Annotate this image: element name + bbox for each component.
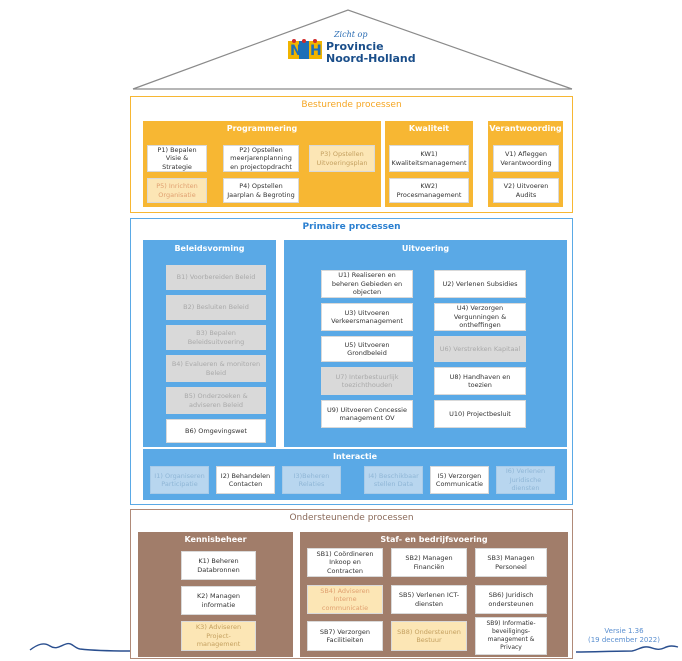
process-box-k1[interactable]: K1) Beheren Databronnen: [181, 551, 256, 580]
logo-line2: Noord-Holland: [326, 52, 416, 65]
process-box-sb3[interactable]: SB3) Managen Personeel: [475, 548, 547, 577]
process-box-v2[interactable]: V2) Uitvoeren Audits: [493, 178, 559, 203]
svg-text:N: N: [290, 43, 302, 59]
besturend-title: Besturende processen: [301, 100, 402, 110]
process-box-sb7[interactable]: SB7) Verzorgen Facilitieiten: [307, 621, 383, 651]
process-box-u8[interactable]: U8) Handhaven en toezien: [434, 367, 526, 395]
version-label: Versie 1.36: [604, 627, 644, 635]
process-box-sb4[interactable]: SB4) Adviseren Interne communicatie: [307, 585, 383, 614]
process-box-p1[interactable]: P1) Bepalen Visie & Strategie: [147, 145, 207, 172]
process-box-i2[interactable]: I2) Behandelen Contacten: [216, 466, 275, 494]
process-box-b6[interactable]: B6) Omgevingswet: [166, 419, 266, 443]
process-box-u1[interactable]: U1) Realiseren en beheren Gebieden en ob…: [321, 270, 413, 298]
logo-line1: Provincie: [326, 40, 384, 53]
dune-line-right-icon: [575, 645, 679, 653]
process-box-p4[interactable]: P4) Opstellen Jaarplan & Begroting: [223, 178, 299, 203]
process-box-u9[interactable]: U9) Uitvoeren Concessie management OV: [321, 400, 413, 428]
process-box-u7[interactable]: U7) Interbestuurlijk toezichthouden: [321, 367, 413, 395]
process-box-i5[interactable]: I5) Verzorgen Communicatie: [430, 466, 489, 494]
process-box-u6[interactable]: U6) Verstrekken Kapitaal: [434, 336, 526, 362]
process-box-b3[interactable]: B3) Bepalen Beleidsuitvoering: [166, 325, 266, 350]
kennisbeheer-title: Kennisbeheer: [184, 535, 247, 544]
process-box-kw1[interactable]: KW1) Kwaliteitsmanagement: [389, 145, 469, 172]
interactie-title: Interactie: [333, 452, 377, 461]
process-box-u5[interactable]: U5) Uitvoeren Grondbeleid: [321, 336, 413, 362]
process-box-u10[interactable]: U10) Projectbesluit: [434, 400, 526, 428]
process-box-sb1[interactable]: SB1) Coördineren Inkoop en Contracten: [307, 548, 383, 577]
process-box-i6[interactable]: I6) Verlenen Juridische diensten: [496, 466, 555, 494]
process-box-sb6[interactable]: SB6) Juridisch ondersteunen: [475, 585, 547, 614]
process-box-p5[interactable]: P5) Inrichten Organisatie: [147, 178, 207, 203]
process-box-b4[interactable]: B4) Evalueren & monitoren Beleid: [166, 355, 266, 382]
process-box-b5[interactable]: B5) Onderzoeken & adviseren Beleid: [166, 387, 266, 414]
version-date: (19 december 2022): [588, 636, 660, 644]
process-box-u3[interactable]: U3) Uitvoeren Verkeersmanagement: [321, 303, 413, 331]
process-box-v1[interactable]: V1) Afleggen Verantwoording: [493, 145, 559, 172]
process-box-sb2[interactable]: SB2) Managen Financiën: [391, 548, 467, 577]
programmering-title: Programmering: [226, 124, 298, 133]
staf-title: Staf- en bedrijfsvoering: [380, 535, 488, 544]
dune-line-left-icon: [29, 642, 131, 652]
process-box-sb5[interactable]: SB5) Verlenen ICT-diensten: [391, 585, 467, 614]
beleidsvorming-title: Beleidsvorming: [174, 244, 245, 253]
logo-tagline: Zicht op: [334, 30, 368, 39]
process-box-u2[interactable]: U2) Verlenen Subsidies: [434, 270, 526, 298]
process-box-kw2[interactable]: KW2) Procesmanagement: [389, 178, 469, 203]
logo: N H Zicht op Provincie Noord-Holland: [288, 30, 416, 70]
process-box-u4[interactable]: U4) Verzorgen Vergunningen & ontheffinge…: [434, 303, 526, 331]
kwaliteit-title: Kwaliteit: [408, 124, 450, 133]
process-box-i3[interactable]: I3)Beheren Relaties: [282, 466, 341, 494]
process-box-b2[interactable]: B2) Besluiten Beleid: [166, 295, 266, 320]
roof-outline: [132, 9, 573, 90]
verantwoording-title: Verantwoording: [489, 124, 562, 133]
process-box-i4[interactable]: I4) Beschikbaar stellen Data: [364, 466, 423, 494]
svg-text:H: H: [310, 43, 322, 59]
process-box-sb9[interactable]: SB9) Informatie-beveiligings-management …: [475, 617, 547, 655]
process-box-i1[interactable]: I1) Organiseren Participatie: [150, 466, 209, 494]
process-box-b1[interactable]: B1) Voorbereiden Beleid: [166, 265, 266, 290]
primaire-title: Primaire processen: [302, 222, 401, 232]
province-logo-icon: N H: [288, 39, 322, 59]
uitvoering-title: Uitvoering: [401, 244, 450, 253]
process-box-k2[interactable]: K2) Managen informatie: [181, 586, 256, 615]
process-box-p3[interactable]: P3) Opstellen Uitvoeringsplan: [309, 145, 375, 172]
process-box-sb8[interactable]: SB8) Ondersteunen Bestuur: [391, 621, 467, 651]
process-box-p2[interactable]: P2) Opstellen meerjarenplanning en proje…: [223, 145, 299, 172]
ondersteunende-title: Ondersteunende processen: [289, 513, 414, 523]
process-box-k3[interactable]: K3) Adviseren Project-management: [181, 621, 256, 651]
